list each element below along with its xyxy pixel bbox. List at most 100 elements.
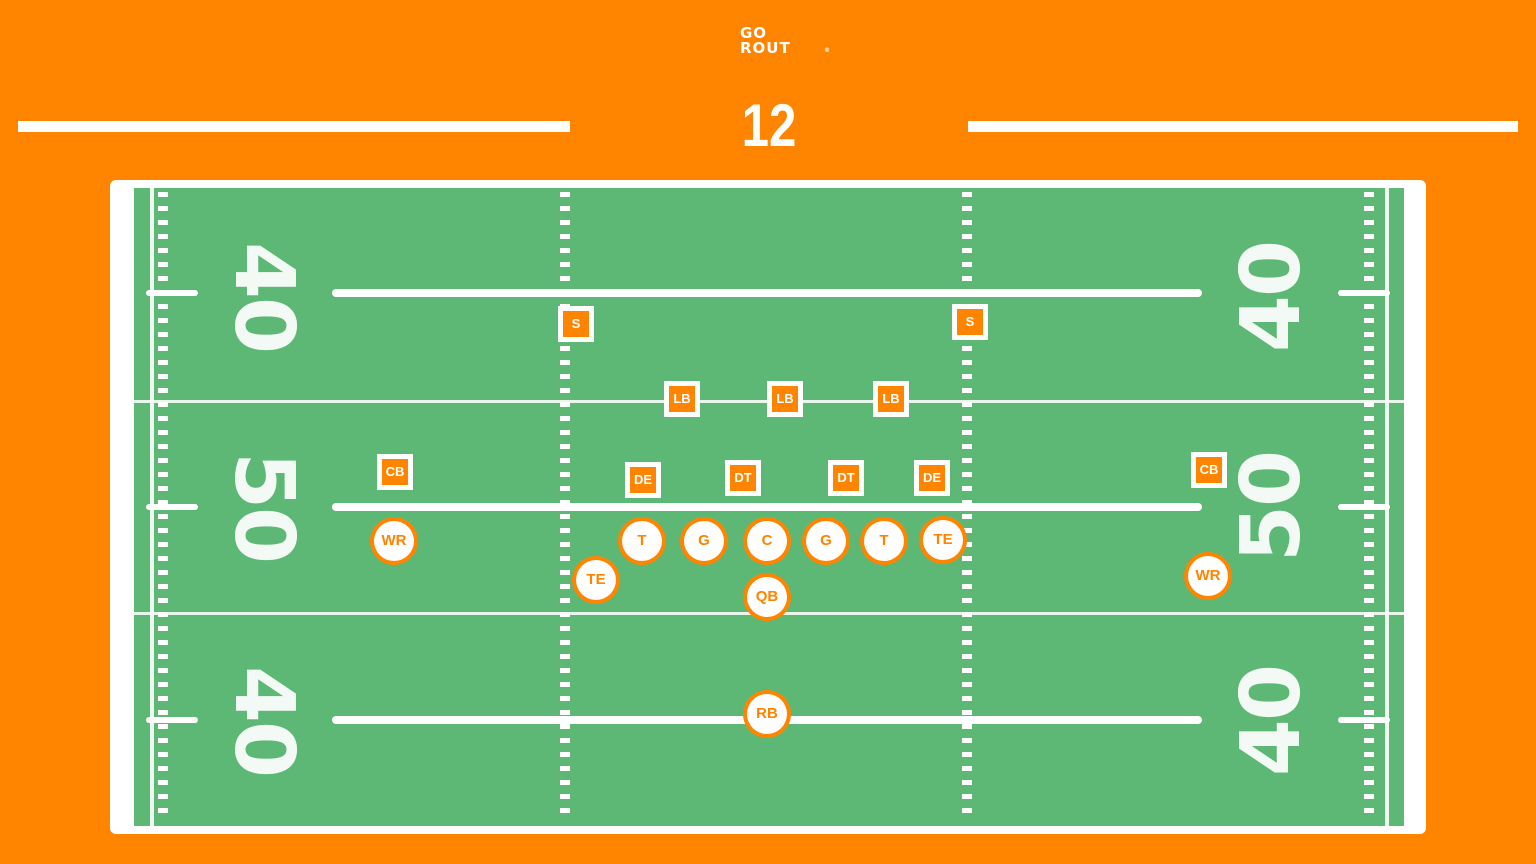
defender-tackle-right: DT	[828, 460, 864, 496]
hash-mark	[962, 766, 972, 771]
hash-mark	[158, 682, 168, 687]
hash-mark	[1364, 766, 1374, 771]
defender-label: DT	[833, 465, 859, 491]
hash-mark	[560, 556, 570, 561]
hash-mark	[962, 696, 972, 701]
hash-mark	[560, 234, 570, 239]
hash-mark	[962, 220, 972, 225]
offense-label: G	[684, 521, 724, 561]
hash-mark	[158, 206, 168, 211]
offense-center: C	[743, 517, 791, 565]
hash-mark	[560, 682, 570, 687]
hash-mark	[962, 360, 972, 365]
offense-receiver-right: WR	[1184, 552, 1232, 600]
defender-end-right: DE	[914, 460, 950, 496]
hash-mark	[1364, 710, 1374, 715]
hash-mark	[962, 654, 972, 659]
hash-mark	[560, 388, 570, 393]
hash-mark	[560, 780, 570, 785]
yard-tick	[146, 504, 198, 510]
hash-mark	[1364, 430, 1374, 435]
hash-mark	[560, 738, 570, 743]
hash-mark	[962, 402, 972, 407]
hash-mark	[158, 430, 168, 435]
hash-mark	[560, 598, 570, 603]
defender-cornerback-left: CB	[377, 454, 413, 490]
title-rule-left	[18, 121, 570, 132]
hash-mark	[560, 402, 570, 407]
hash-mark	[962, 528, 972, 533]
yard-tick	[146, 717, 198, 723]
hash-mark	[158, 360, 168, 365]
hash-mark	[158, 276, 168, 281]
yard-tick	[1338, 717, 1390, 723]
hash-mark	[1364, 514, 1374, 519]
hash-mark	[1364, 206, 1374, 211]
hash-mark	[1364, 654, 1374, 659]
hash-mark	[560, 374, 570, 379]
hash-mark	[1364, 528, 1374, 533]
hash-mark	[962, 542, 972, 547]
defender-linebacker-left: LB	[664, 381, 700, 417]
hash-mark	[560, 654, 570, 659]
hash-mark	[1364, 472, 1374, 477]
hash-mark	[560, 206, 570, 211]
hash-mark	[158, 416, 168, 421]
defender-label: DT	[730, 465, 756, 491]
yard-number-40-top-right: 40	[1224, 241, 1319, 353]
hash-mark	[962, 738, 972, 743]
hash-mark	[1364, 444, 1374, 449]
hash-mark	[158, 626, 168, 631]
defender-linebacker-right: LB	[873, 381, 909, 417]
offense-right-guard: G	[802, 517, 850, 565]
hash-mark	[158, 374, 168, 379]
hash-mark	[158, 612, 168, 617]
hash-mark	[1364, 388, 1374, 393]
hash-mark	[962, 234, 972, 239]
yard-number-40-top-left: 40	[216, 241, 311, 353]
offense-quarterback: QB	[743, 573, 791, 621]
hash-mark	[158, 248, 168, 253]
hash-mark	[1364, 248, 1374, 253]
hash-mark	[158, 668, 168, 673]
hash-mark	[962, 430, 972, 435]
yard-tick	[146, 290, 198, 296]
hash-mark	[962, 556, 972, 561]
hash-mark	[560, 514, 570, 519]
hash-mark	[962, 724, 972, 729]
hash-mark	[962, 458, 972, 463]
hash-mark	[1364, 542, 1374, 547]
hash-mark	[560, 626, 570, 631]
offense-receiver-left: WR	[370, 517, 418, 565]
yard-number-40-bottom-right: 40	[1224, 665, 1319, 777]
defender-label: DE	[630, 467, 656, 493]
hash-mark	[962, 444, 972, 449]
hash-mark	[560, 346, 570, 351]
defender-label: CB	[1196, 457, 1222, 483]
hash-mark	[158, 458, 168, 463]
defender-safety-left: S	[558, 306, 594, 342]
hash-mark	[158, 752, 168, 757]
hash-mark	[560, 430, 570, 435]
hash-mark	[1364, 402, 1374, 407]
hash-mark	[560, 724, 570, 729]
hash-mark	[962, 514, 972, 519]
hash-mark	[158, 738, 168, 743]
hash-mark	[158, 766, 168, 771]
hash-mark	[1364, 346, 1374, 351]
hash-mark	[158, 234, 168, 239]
hash-mark	[158, 500, 168, 505]
hash-mark	[962, 668, 972, 673]
hash-mark	[560, 220, 570, 225]
hash-mark	[962, 192, 972, 197]
page-title: 12 PERSONNEL	[616, 92, 922, 239]
hash-mark	[962, 486, 972, 491]
hash-mark	[560, 444, 570, 449]
defender-safety-right: S	[952, 304, 988, 340]
hash-mark	[962, 262, 972, 267]
hash-mark	[1364, 374, 1374, 379]
defender-label: S	[957, 309, 983, 335]
hash-mark	[962, 416, 972, 421]
defender-end-left: DE	[625, 462, 661, 498]
go-rout-logo: GO ROUT ®	[740, 26, 830, 60]
